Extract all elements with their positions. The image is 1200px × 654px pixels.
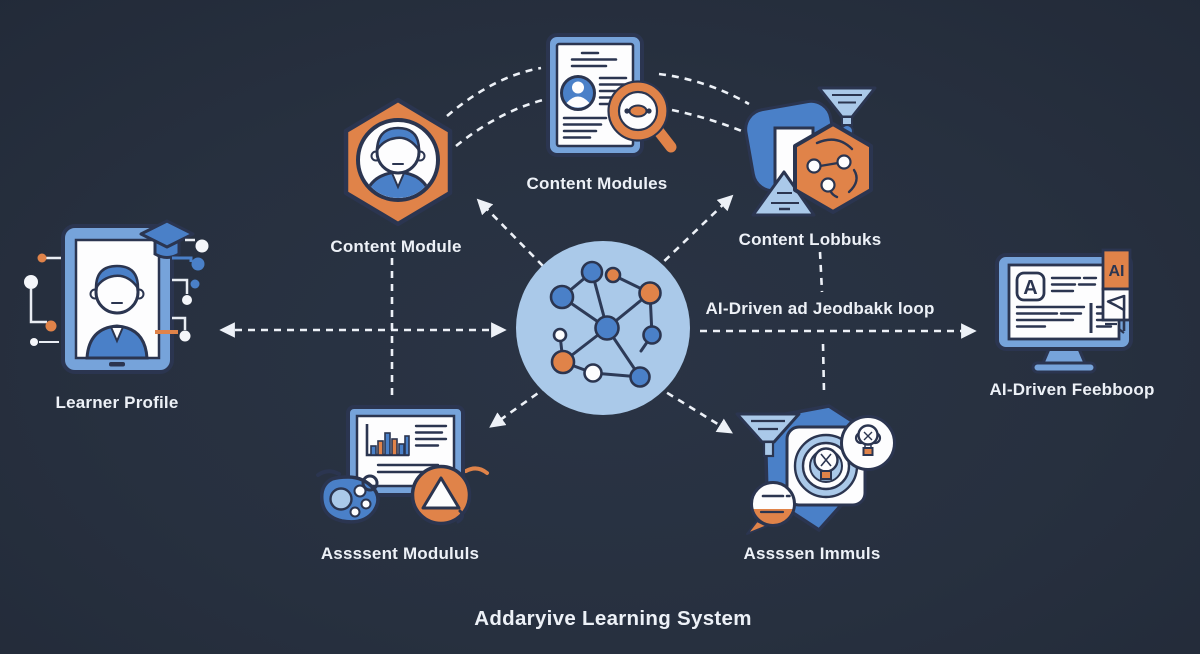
assessment-left-label: Assssent Modululs [320,544,480,563]
monitor-base [1031,361,1097,374]
screen-text-lines [1015,276,1117,328]
orange-swoosh [464,466,489,475]
arrow-center-hexagon [476,198,544,267]
graduation-cap-icon [139,219,209,259]
letter-a: A [1023,277,1037,299]
content-lobbuks-label: Content Lobbuks [738,230,882,249]
bookmark-flag-icon [1101,287,1132,334]
ai-network-hub-icon [516,241,690,415]
content-lobbuks-icon [744,86,877,217]
learner-profile-icon [24,219,209,374]
dash-arc-right-2 [671,108,745,134]
ai-tab-label: AI [1109,263,1125,280]
profile-avatar-small [560,75,596,111]
dash-vertical-right-top [818,251,824,293]
play-triangle-badge [410,464,472,526]
ai-tab: AI [1101,248,1132,291]
lightbulb-badge [840,415,896,471]
dash-arc-left-1 [446,66,542,117]
diagram-title: Addaryive Learning System [474,607,752,630]
arrow-center-assessleft [489,384,549,428]
assessment-right-icon [735,404,896,535]
monitor-stand [1040,347,1088,365]
funnel-icon-2 [735,412,801,458]
network-hexagon-icon [793,122,873,214]
speech-bubble-badge [746,481,796,535]
dash-vertical-right-bottom [821,343,826,393]
feedback-loop-label: AI-Driven ad Jeodbakk loop [705,299,935,318]
content-module-icon [343,97,453,227]
bar-chart-icon [365,424,410,457]
content-modules-label: Content Modules [526,174,668,193]
assessment-left-icon [316,405,489,526]
home-button [109,362,125,367]
content-modules-icon [546,33,677,157]
magnifier-icon [607,80,677,153]
game-controller-icon [319,474,380,524]
content-module-label: Content Module [330,237,462,256]
learner-avatar [85,264,149,360]
assessment-right-label: Assssen Immuls [743,544,881,563]
ai-feebboop-label: AI-Driven Feebboop [989,380,1155,399]
circuit-left [24,253,65,346]
letter-a-box: A [1015,271,1046,302]
arrow-center-assessright [655,384,733,434]
arrow-center-lobbuks [654,194,734,271]
report-text-lines [376,424,448,474]
circuit-right [155,256,205,342]
learner-profile-label: Learner Profile [55,393,179,412]
dark-swoosh [316,469,341,477]
ai-feedback-monitor-icon: A AI [995,248,1133,374]
hub-nodes [549,260,662,388]
dash-arc-left-2 [455,97,548,148]
